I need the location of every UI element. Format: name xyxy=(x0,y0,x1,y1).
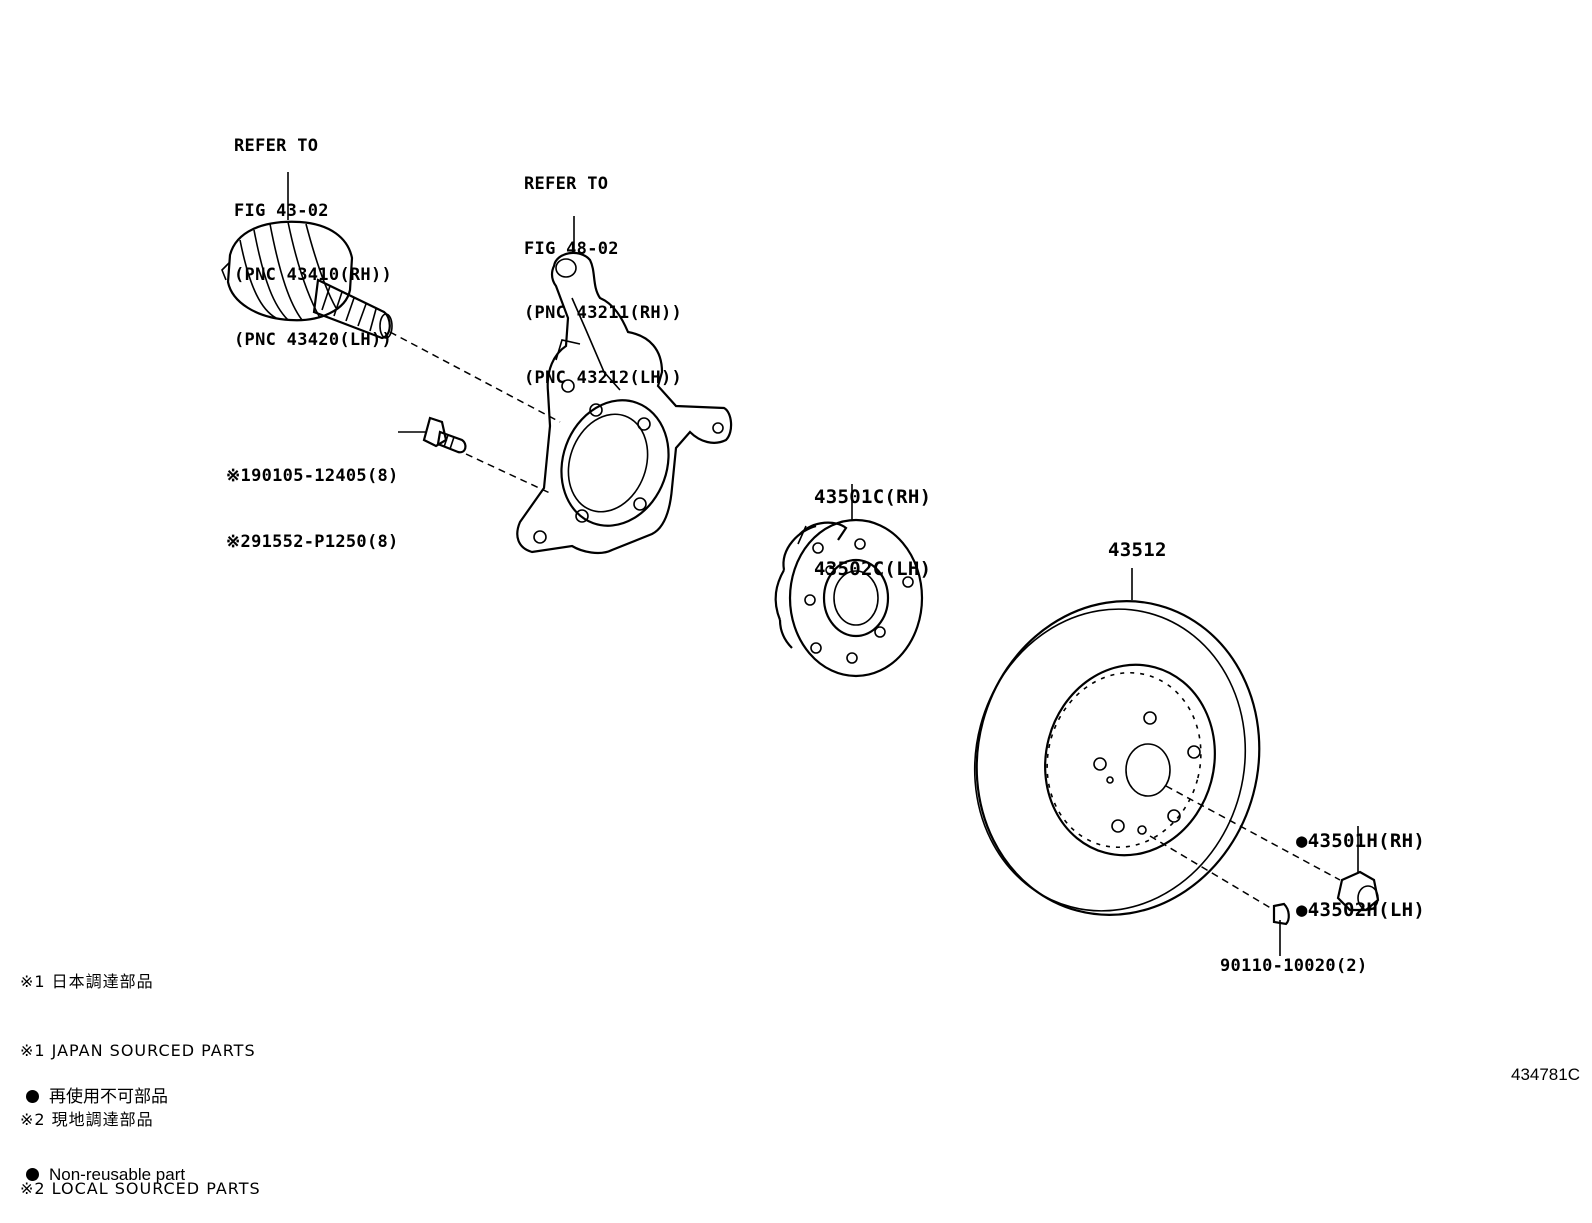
legend-line: ※1 日本調達部品 xyxy=(20,972,154,991)
callout-driveshaft-line: (PNC 43410(RH)) xyxy=(234,265,393,285)
callout-knuckle-line: REFER TO xyxy=(524,174,609,194)
callout-driveshaft-line: FIG 43-02 xyxy=(234,200,329,221)
legend-nonreusable-en: Non-reusable part xyxy=(49,1165,186,1184)
bullet-icon xyxy=(26,1090,39,1103)
callout-nut-line: ●43502H(LH) xyxy=(1296,899,1426,921)
screw-illustration xyxy=(1272,902,1290,956)
callout-driveshaft: REFER TO FIG 43-02 (PNC 43410(RH)) (PNC … xyxy=(234,93,392,373)
parts-diagram xyxy=(221,172,1380,956)
assembly-line-nut xyxy=(1165,785,1341,881)
callout-bolt: ※190105-12405(8) ※291552-P1250(8) xyxy=(226,421,399,575)
callout-bolt-line: ※291552-P1250(8) xyxy=(226,532,399,552)
callout-knuckle: REFER TO FIG 48-02 (PNC 43211(RH)) (PNC … xyxy=(524,131,682,411)
legend-line: ※1 JAPAN SOURCED PARTS xyxy=(20,1041,256,1060)
hub-illustration xyxy=(774,484,924,678)
knuckle-illustration xyxy=(516,216,733,555)
legend-nonreusable: 再使用不可部品 Non-reusable part xyxy=(26,1032,185,1214)
figure-number: 434781C xyxy=(1510,1065,1580,1084)
drive-shaft-illustration xyxy=(221,172,393,340)
callout-driveshaft-line: (PNC 43420(LH)) xyxy=(234,329,393,350)
hub-nut-illustration xyxy=(1336,826,1380,912)
bolt-illustration xyxy=(398,416,467,454)
disc-illustration xyxy=(973,568,1261,916)
assembly-line-screw xyxy=(1149,835,1275,911)
callout-nut: ●43501H(RH) ●43502H(LH) xyxy=(1296,784,1425,945)
bullet-icon xyxy=(26,1168,39,1181)
callout-knuckle-line: (PNC 43211(RH)) xyxy=(524,303,683,323)
callout-hub-line: 43502C(LH) xyxy=(814,558,932,580)
callout-hub-line: 43501C(RH) xyxy=(814,486,932,508)
callout-knuckle-line: (PNC 43212(LH)) xyxy=(524,367,683,388)
callout-hub: 43501C(RH) 43502C(LH) xyxy=(814,437,931,605)
callout-knuckle-line: FIG 48-02 xyxy=(524,238,619,259)
callout-screw: 90110-10020(2) xyxy=(1220,956,1368,976)
callout-disc: 43512 xyxy=(1108,539,1167,561)
legend-nonreusable-en-row: Non-reusable part xyxy=(26,1162,185,1188)
callout-driveshaft-line: REFER TO xyxy=(234,136,319,156)
assembly-line-bolt xyxy=(465,453,553,495)
legend-nonreusable-jp: 再使用不可部品 xyxy=(49,1087,168,1106)
legend-nonreusable-jp-row: 再使用不可部品 xyxy=(26,1084,185,1110)
callout-nut-line: ●43501H(RH) xyxy=(1296,830,1426,852)
callout-bolt-line: ※190105-12405(8) xyxy=(226,466,399,486)
assembly-line-shaft xyxy=(389,331,561,423)
